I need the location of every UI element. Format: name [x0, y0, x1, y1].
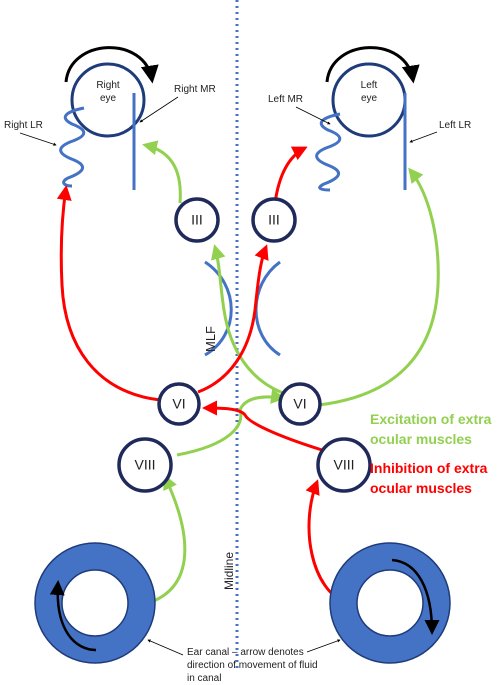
caption-line-2: direction of movement of fluid [187, 660, 318, 671]
inhibitory-path-left-iii-to-left-mr [273, 146, 308, 204]
left-eye-label-2: eye [361, 93, 378, 104]
node-viii-right-label: VIII [134, 457, 155, 473]
right-eye-label-2: eye [100, 93, 117, 104]
legend-inhibition-line-1: Inhibition of extra [370, 460, 488, 476]
inhibitory-path-right-vi-to-right-lr [56, 185, 161, 402]
caption-pointer-right-canal [147, 639, 184, 656]
left-lr-label: Left LR [439, 120, 471, 131]
node-viii-left: VIII [316, 437, 372, 493]
right-canal-flow-arrow [49, 580, 97, 652]
legend-excitation-line-1: Excitation of extra [370, 411, 492, 427]
caption-pointer-left-canal [306, 639, 341, 653]
node-vi-right-label: VI [172, 396, 185, 412]
left-eye-rotation-arrow [325, 46, 420, 84]
left-eye-label-1: Left [361, 80, 378, 91]
inhibitory-path-right-vi-to-left-iii [197, 244, 269, 394]
caption-line-1: Ear canal – arrow denotes [187, 647, 304, 658]
node-vi-right: VI [157, 382, 201, 426]
mlf-label: MLF [203, 326, 218, 352]
left-mr-pointer [295, 106, 331, 125]
right-lr-label: Right LR [4, 120, 43, 131]
node-iii-left: III [251, 197, 297, 243]
node-viii-right: VIII [117, 437, 173, 493]
node-vi-left-label: VI [293, 396, 306, 412]
left-ear-canal [329, 542, 451, 664]
node-iii-left-label: III [268, 212, 280, 228]
right-ear-canal [34, 542, 156, 664]
left-lr-pointer [409, 131, 438, 143]
mlf-arc-right [204, 260, 233, 357]
caption-line-3: in canal [187, 673, 221, 684]
excitatory-path-left-vi-to-left-lr [318, 167, 440, 407]
left-mr-muscle [315, 112, 342, 192]
inhibitory-path-left-viii-to-right-vi [202, 400, 323, 452]
right-lr-muscle [59, 106, 86, 188]
excitatory-path-right-canal-to-right-viii [141, 474, 187, 607]
excitatory-path-left-vi-to-right-iii [210, 244, 284, 395]
left-mr-label: Left MR [268, 94, 303, 105]
legend-excitation-line-2: ocular muscles [370, 431, 472, 447]
node-iii-right: III [174, 197, 220, 243]
node-iii-right-label: III [191, 212, 203, 228]
right-mr-pointer [139, 96, 179, 123]
node-viii-left-label: VIII [333, 457, 354, 473]
legend-inhibition-line-2: ocular muscles [370, 480, 472, 496]
left-canal-flow-arrow [391, 558, 440, 635]
excitatory-path-right-iii-to-right-mr [142, 140, 182, 204]
midline-label: Midline [222, 552, 236, 590]
right-mr-label: Right MR [174, 84, 216, 95]
right-eye-label-1: Right [96, 80, 120, 91]
node-vi-left: VI [278, 382, 322, 426]
right-lr-pointer [19, 132, 57, 146]
right-eye [70, 62, 146, 138]
right-eye-rotation-arrow [64, 46, 159, 84]
